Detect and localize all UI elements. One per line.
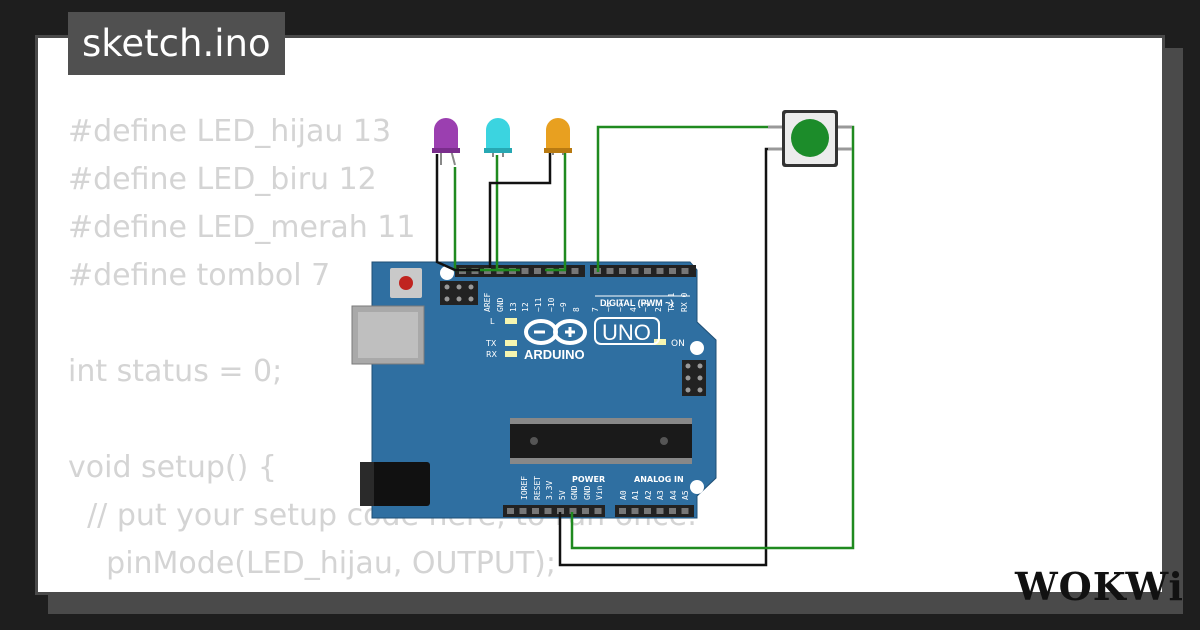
file-tab[interactable]: sketch.ino xyxy=(68,12,285,75)
power-pin-label: 3.3V xyxy=(545,481,554,500)
pin-label: 8 xyxy=(572,307,581,312)
power-label: POWER xyxy=(572,475,605,484)
power-pin-label: GND xyxy=(570,485,579,500)
analog-pin-label: A0 xyxy=(619,490,628,500)
code-line: #define LED_biru 12 xyxy=(68,162,377,197)
pin-label: ~6 xyxy=(604,302,613,312)
code-line: #define LED_merah 11 xyxy=(68,210,416,245)
digital-header-label: DIGITAL (PWM ~) xyxy=(600,298,673,308)
pin-label: 2 xyxy=(654,307,663,312)
wokwi-logo-text: WOKWi xyxy=(1014,564,1184,609)
pin-label: TX 1 xyxy=(667,293,676,312)
on-label: ON xyxy=(671,339,685,349)
usb-port-icon xyxy=(351,305,425,365)
pin-label: 13 xyxy=(509,302,518,312)
analog-pin-label: A2 xyxy=(644,490,653,500)
power-pin-label: GND xyxy=(583,485,592,500)
power-jack-icon xyxy=(360,462,430,506)
wokwi-logo: WOKWi xyxy=(1014,564,1184,609)
pin-label: ~5 xyxy=(616,302,625,312)
orange-led-icon[interactable] xyxy=(544,118,572,155)
code-line: #define LED_hijau 13 xyxy=(68,114,392,149)
reset-button-icon[interactable] xyxy=(390,268,422,298)
analog-pin-label: A5 xyxy=(681,490,690,500)
pin-label: GND xyxy=(496,297,505,312)
analog-label: ANALOG IN xyxy=(634,475,684,484)
pin-label: 12 xyxy=(521,302,530,312)
code-line: int status = 0; xyxy=(68,354,283,389)
analog-pin-label: A1 xyxy=(631,490,640,500)
icsp2-header-icon xyxy=(682,360,706,396)
power-header[interactable] xyxy=(503,505,694,517)
code-line: void setup() { xyxy=(68,450,277,485)
cyan-led-icon[interactable] xyxy=(484,118,512,157)
pin-label: 4 xyxy=(629,307,638,312)
power-pin-label: Vin xyxy=(595,485,604,500)
status-leds: L TX RX ON xyxy=(485,317,685,359)
code-line: pinMode(LED_hijau, OUTPUT); xyxy=(68,546,556,581)
icsp-header-icon xyxy=(440,281,478,305)
pin-label: AREF xyxy=(483,293,492,312)
power-pin-label: RESET xyxy=(533,476,542,500)
purple-led-icon[interactable] xyxy=(432,118,460,166)
pin-label: ~11 xyxy=(534,297,543,312)
power-pin-label: IOREF xyxy=(520,476,529,500)
arduino-infinity-logo-icon xyxy=(524,319,587,345)
led-tx-label: TX xyxy=(485,339,497,348)
analog-pin-label: A3 xyxy=(656,490,665,500)
led-l-label: L xyxy=(490,317,495,326)
atmega-chip-icon xyxy=(510,418,692,464)
analog-pin-label: A4 xyxy=(669,490,678,500)
led-rx-label: RX xyxy=(486,350,498,359)
power-pin-label: 5V xyxy=(558,490,567,500)
pin-label: ~10 xyxy=(547,297,556,312)
model-label: UNO xyxy=(602,320,651,345)
pin-label: ~3 xyxy=(641,302,650,312)
brand-label: ARDUINO xyxy=(524,347,585,362)
pin-label: 7 xyxy=(591,307,600,312)
code-line: #define tombol 7 xyxy=(68,258,331,293)
pushbutton-icon[interactable] xyxy=(768,110,852,167)
pin-label: RX 0 xyxy=(680,293,689,312)
pin-label: ~9 xyxy=(559,302,568,312)
